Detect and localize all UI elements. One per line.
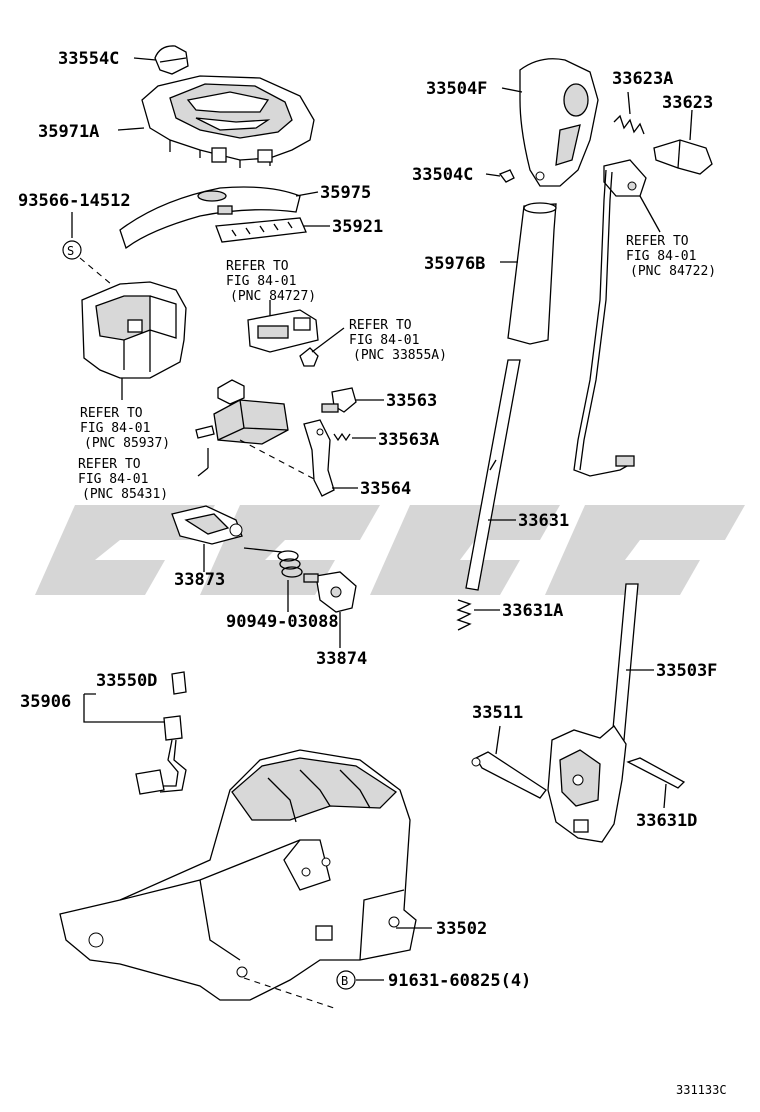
cam-33874: [303, 571, 357, 613]
shift-lever-assembly: [547, 583, 639, 843]
s-symbol-label: S: [67, 244, 74, 258]
shift-cover-cap: [154, 45, 189, 75]
ref-84727-l1: REFER TO: [226, 259, 289, 274]
ref-84727-l2: FIG 84-01: [226, 274, 296, 289]
label-33623A: 33623A: [612, 69, 673, 89]
label-33550D: 33550D: [96, 671, 157, 691]
spring-33563A: [333, 432, 351, 442]
ref-84722-l1: REFER TO: [626, 234, 689, 249]
lock-cam-33564: [303, 419, 335, 497]
spring-33631A: [456, 599, 472, 631]
switch-84727: [247, 309, 319, 353]
ref-85431-l3: (PNC 85431): [82, 487, 168, 502]
figure-code: 331133C: [676, 1083, 727, 1097]
overdrive-switch: [573, 159, 647, 477]
label-33563: 33563: [386, 391, 437, 411]
label-35921: 35921: [332, 217, 383, 237]
knob-button: [653, 139, 713, 175]
label-90949-03088: 90949-03088: [226, 612, 339, 632]
label-33631A: 33631A: [502, 601, 563, 621]
indicator-plate: [119, 186, 301, 250]
label-33511: 33511: [472, 703, 523, 723]
knob-sleeve: [507, 202, 557, 345]
ref-33855A-l2: FIG 84-01: [349, 333, 419, 348]
pivot-pin: [471, 751, 547, 799]
ref-85937-l2: FIG 84-01: [80, 421, 150, 436]
b-symbol-label: B: [341, 974, 348, 988]
spring-90949: [277, 550, 303, 578]
ref-33855A-l3: (PNC 33855A): [353, 348, 447, 363]
label-33504F: 33504F: [426, 79, 487, 99]
label-35971A: 35971A: [38, 122, 99, 142]
shift-bezel: [141, 75, 315, 168]
label-33554C: 33554C: [58, 49, 119, 69]
label-91631-60825: 91631-60825(4): [388, 971, 531, 991]
label-33563A: 33563A: [378, 430, 439, 450]
shift-rod: [465, 359, 521, 591]
ref-33855A-l1: REFER TO: [349, 318, 412, 333]
label-35906: 35906: [20, 692, 71, 712]
wire-harness-35906: [135, 715, 187, 795]
ref-85431-l1: REFER TO: [78, 457, 141, 472]
shift-lock-solenoid: [195, 379, 289, 445]
ref-85937-l1: REFER TO: [80, 406, 143, 421]
b-symbol: [336, 970, 356, 990]
watermark-logo: [35, 505, 745, 595]
label-33502: 33502: [436, 919, 487, 939]
ref-84722-l3: (PNC 84722): [630, 264, 716, 279]
lock-lever-33563: [321, 387, 357, 413]
bulb-33855A: [299, 347, 319, 367]
ref-85937-l3: (PNC 85937): [84, 436, 170, 451]
label-33503F: 33503F: [656, 661, 717, 681]
label-35976B: 35976B: [424, 254, 485, 274]
label-33873: 33873: [174, 570, 225, 590]
shift-base-housing: [59, 749, 417, 1001]
pin-33631D: [626, 757, 686, 789]
label-33504C: 33504C: [412, 165, 473, 185]
s-symbol: [62, 240, 82, 260]
ref-84722-l2: FIG 84-01: [626, 249, 696, 264]
bulb-socket-33550D: [171, 671, 187, 695]
label-33631: 33631: [518, 511, 569, 531]
button-spring: [613, 114, 645, 135]
label-33564: 33564: [360, 479, 411, 499]
position-plate: [215, 217, 307, 243]
detent-33873: [171, 505, 243, 545]
label-35975: 35975: [320, 183, 371, 203]
label-33631D: 33631D: [636, 811, 697, 831]
label-33623: 33623: [662, 93, 713, 113]
shift-lock-bracket: [81, 281, 187, 379]
label-93566-14512: 93566-14512: [18, 191, 131, 211]
ref-85431-l2: FIG 84-01: [78, 472, 148, 487]
ref-84727-l3: (PNC 84727): [230, 289, 316, 304]
label-33874: 33874: [316, 649, 367, 669]
screw-33504C: [498, 169, 515, 183]
shift-knob: [519, 58, 599, 187]
